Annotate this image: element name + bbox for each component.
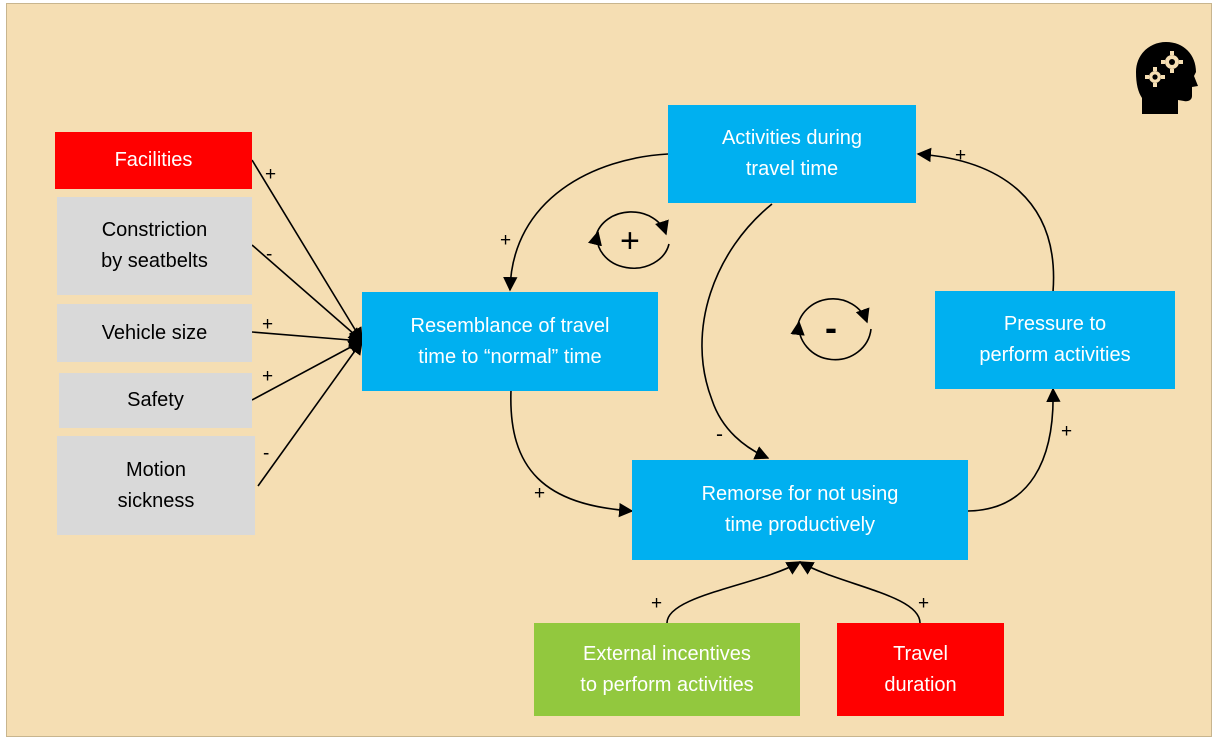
sign-resemblance-remorse: +	[534, 483, 545, 504]
node-facilities: Facilities	[55, 132, 252, 189]
node-pressure-to-perform-activities: Pressure to perform activities	[935, 291, 1175, 389]
link-motion-sickness	[257, 339, 363, 487]
sign-constriction: -	[266, 244, 272, 265]
reinforcing-loop-arc-top	[595, 211, 669, 237]
link-constriction	[251, 244, 364, 342]
link-activities-remorse	[701, 203, 773, 460]
balancing-loop-arc-bottom	[790, 320, 872, 361]
link-remorse-pressure	[967, 387, 1061, 512]
node-resemblance: Resemblance of travel time to “normal” t…	[362, 292, 658, 391]
link-safety	[251, 340, 364, 401]
sign-vehicle-size: +	[262, 314, 273, 335]
sign-facilities: +	[265, 164, 276, 185]
link-resemblance-remorse	[510, 389, 634, 518]
node-constriction-by-seatbelts: Constriction by seatbelts	[57, 197, 252, 295]
link-activities-resemblance	[503, 153, 669, 292]
reinforcing-loop-label: +	[620, 222, 640, 260]
balancing-loop-label: -	[825, 307, 837, 348]
sign-remorse-pressure: +	[1061, 421, 1072, 442]
link-duration-remorse	[798, 561, 921, 624]
sign-activities-remorse: -	[716, 423, 723, 446]
sign-motion-sickness: -	[263, 443, 269, 464]
sign-activities-resemblance: +	[500, 230, 511, 251]
node-vehicle-size: Vehicle size	[57, 304, 252, 362]
link-vehicle-size	[251, 331, 364, 348]
link-facilities	[251, 159, 363, 343]
node-remorse: Remorse for not using time productively	[632, 460, 968, 560]
head-gears-icon	[1136, 42, 1198, 114]
link-external-remorse	[666, 561, 802, 624]
balancing-loop-arc-top	[796, 298, 870, 331]
node-motion-sickness: Motion sickness	[57, 436, 255, 535]
sign-pressure-activities: +	[955, 145, 966, 166]
node-activities-during-travel-time: Activities during travel time	[668, 105, 916, 203]
sign-safety: +	[262, 366, 273, 387]
reinforcing-loop-arc-bottom	[587, 230, 670, 269]
sign-duration-remorse: +	[918, 593, 929, 614]
node-external-incentives: External incentives to perform activitie…	[534, 623, 800, 716]
sign-external-remorse: +	[651, 593, 662, 614]
node-travel-duration: Travel duration	[837, 623, 1004, 716]
link-pressure-activities	[916, 147, 1055, 293]
node-safety: Safety	[59, 373, 252, 428]
